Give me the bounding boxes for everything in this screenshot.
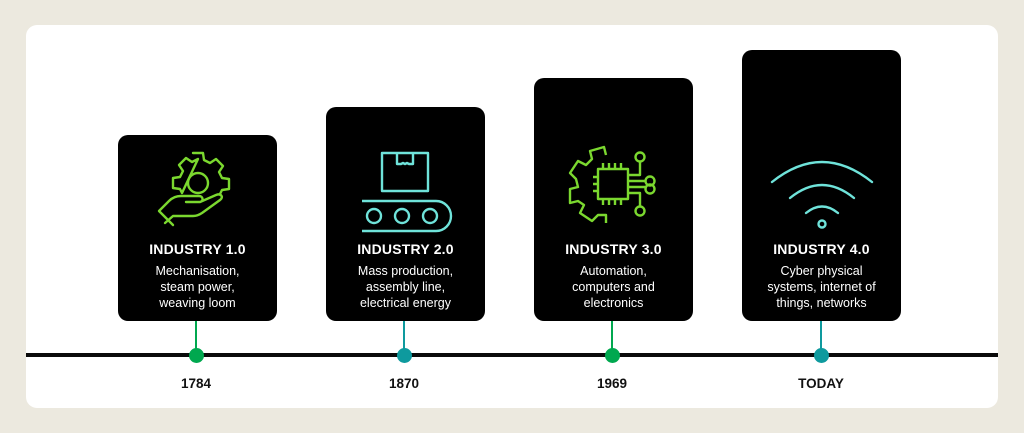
- gear-hand-icon: [118, 135, 277, 235]
- stage-description: Cyber physical systems, internet of thin…: [767, 264, 876, 310]
- stem-today: [820, 321, 822, 355]
- stage-description: Mechanisation, steam power, weaving loom: [155, 264, 240, 310]
- stem-1870: [403, 321, 405, 355]
- stage-title: INDUSTRY 4.0: [773, 241, 870, 257]
- timeline-dot-today: [814, 348, 829, 363]
- chip-gear-icon: [534, 78, 693, 235]
- timeline-dot-1784: [189, 348, 204, 363]
- stage-description: Mass production, assembly line, electric…: [357, 264, 454, 310]
- stage-card-industry-3: INDUSTRY 3.0 Automation, computers and e…: [534, 78, 693, 321]
- timeline-axis: [26, 353, 998, 357]
- timeline-dot-1969: [605, 348, 620, 363]
- conveyor-belt-icon: [326, 107, 485, 235]
- stage-title: INDUSTRY 2.0: [357, 241, 454, 257]
- year-label: TODAY: [798, 376, 844, 391]
- stage-card-industry-2: INDUSTRY 2.0 Mass production, assembly l…: [326, 107, 485, 321]
- stage-card-industry-4: INDUSTRY 4.0 Cyber physical systems, int…: [742, 50, 901, 321]
- stage-card-industry-1: INDUSTRY 1.0 Mechanisation, steam power,…: [118, 135, 277, 321]
- stage-title: INDUSTRY 1.0: [149, 241, 246, 257]
- stage-description: Automation, computers and electronics: [572, 264, 655, 310]
- stage-title: INDUSTRY 3.0: [565, 241, 662, 257]
- year-label: 1969: [596, 376, 628, 391]
- year-label: 1784: [180, 376, 212, 391]
- stem-1969: [611, 321, 613, 355]
- stem-1784: [195, 321, 197, 355]
- wifi-icon: [742, 50, 901, 230]
- timeline-dot-1870: [397, 348, 412, 363]
- year-label: 1870: [388, 376, 420, 391]
